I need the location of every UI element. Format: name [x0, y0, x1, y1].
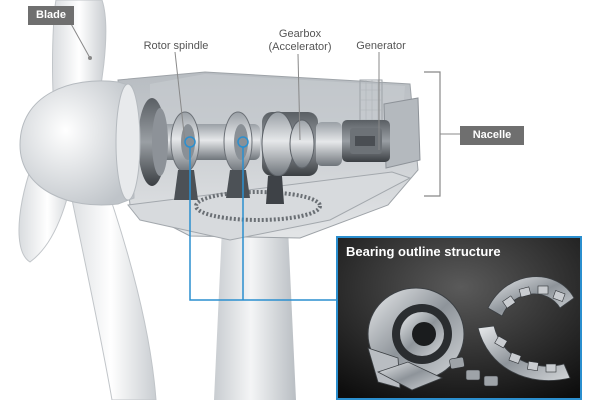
nacelle-bracket [424, 71, 441, 197]
tower [214, 228, 296, 400]
gearbox-label: Gearbox (Accelerator) [256, 28, 344, 54]
yaw-gear-ring [194, 190, 322, 222]
bearing-callout-line-1 [189, 147, 336, 301]
bearing-support-front [174, 170, 198, 200]
gearbox-output [316, 122, 342, 166]
bearing-illustration [338, 238, 580, 398]
blade-lower [65, 167, 157, 400]
nacelle-floor [127, 171, 412, 241]
bearing-inset-title: Bearing outline structure [346, 244, 501, 259]
bearing-inset: Bearing outline structure [336, 236, 582, 400]
gearbox-label-line2: (Accelerator) [268, 41, 332, 53]
leader-rotor-spindle [174, 51, 186, 143]
bearing-support-rear [226, 170, 250, 198]
gearbox-label-line1: Gearbox [278, 28, 322, 40]
bearing-arc-segment [487, 276, 575, 317]
bearing-rollers [494, 285, 566, 373]
nacelle-label: Nacelle [460, 126, 524, 145]
leader-blade [69, 21, 91, 59]
leader-gearbox [297, 53, 301, 141]
blade-label: Blade [28, 6, 74, 25]
generator-label: Generator [356, 40, 406, 52]
bearing-split-piece [376, 361, 444, 391]
rotor-spindle-label: Rotor spindle [143, 40, 209, 52]
